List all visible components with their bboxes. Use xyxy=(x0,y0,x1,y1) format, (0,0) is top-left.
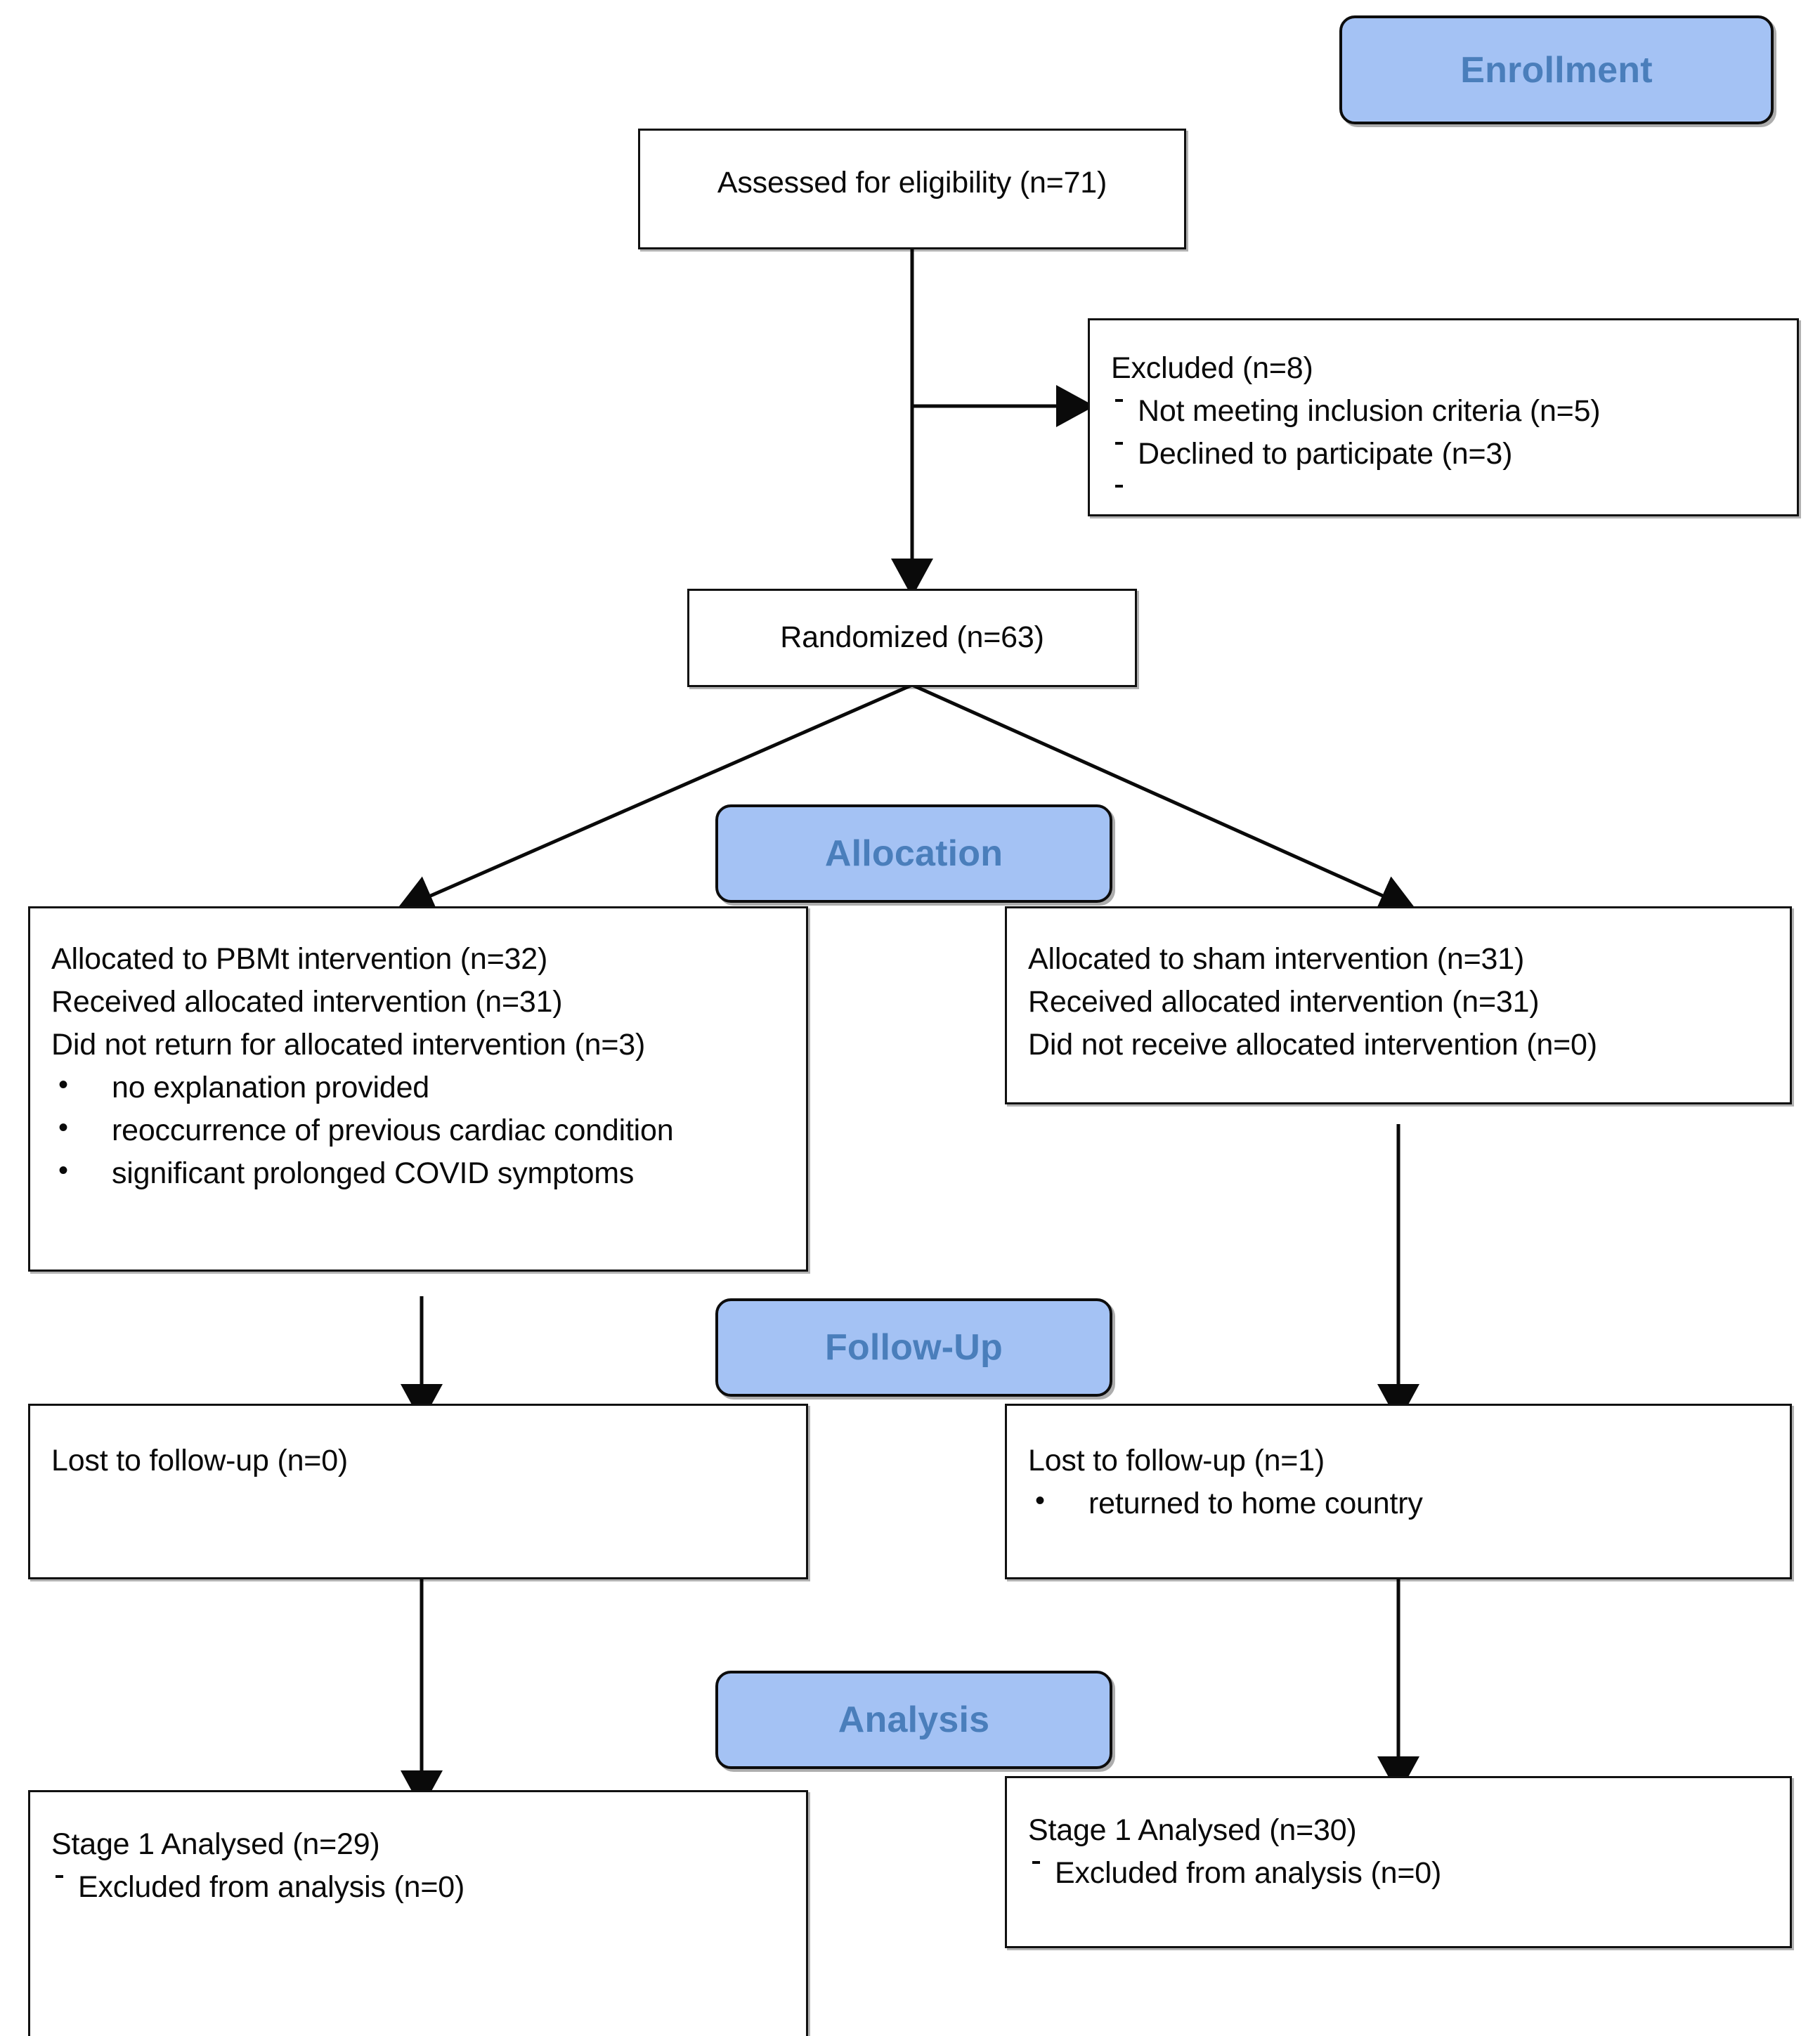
allocated-right-line-3: Did not receive allocated intervention (… xyxy=(1028,1028,1597,1062)
node-analysis-right: Stage 1 Analysed (n=30) Excluded from an… xyxy=(1005,1776,1792,1948)
node-allocated-left: Allocated to PBMt intervention (n=32) Re… xyxy=(28,906,808,1272)
analysis-right-item-1: Excluded from analysis (n=0) xyxy=(1028,1852,1777,1895)
node-followup-left: Lost to follow-up (n=0) xyxy=(28,1404,808,1579)
stage-badge-followup: Follow-Up xyxy=(715,1298,1112,1397)
randomized-line-1: Randomized (n=63) xyxy=(780,620,1044,654)
allocated-right-line-1: Allocated to sham intervention (n=31) xyxy=(1028,942,1525,976)
stage-badge-enrollment: Enrollment xyxy=(1339,15,1774,124)
analysis-left-item-1: Excluded from analysis (n=0) xyxy=(51,1866,793,1909)
allocated-left-line-1: Allocated to PBMt intervention (n=32) xyxy=(51,942,548,976)
node-excluded: Excluded (n=8) Not meeting inclusion cri… xyxy=(1088,318,1799,516)
excluded-item-1: Not meeting inclusion criteria (n=5) xyxy=(1111,390,1784,433)
stage-badge-followup-label: Follow-Up xyxy=(824,1327,1003,1368)
stage-badge-enrollment-label: Enrollment xyxy=(1460,49,1653,91)
stage-badge-allocation-label: Allocation xyxy=(824,833,1003,874)
node-analysis-left: Stage 1 Analysed (n=29) Excluded from an… xyxy=(28,1790,808,2036)
allocated-left-line-3: Did not return for allocated interventio… xyxy=(51,1028,646,1062)
allocated-left-bullet-2: reoccurrence of previous cardiac conditi… xyxy=(51,1108,793,1152)
followup-left-line-1: Lost to follow-up (n=0) xyxy=(51,1444,349,1477)
stage-badge-analysis: Analysis xyxy=(715,1671,1112,1769)
stage-badge-analysis-label: Analysis xyxy=(838,1699,990,1740)
excluded-item-2: Declined to participate (n=3) xyxy=(1111,433,1784,476)
assessed-line-1: Assessed for eligibility (n=71) xyxy=(717,166,1107,200)
allocated-left-bullet-3: significant prolonged COVID symptoms xyxy=(51,1151,793,1195)
allocated-left-line-2: Received allocated intervention (n=31) xyxy=(51,985,563,1019)
followup-right-line-1: Lost to follow-up (n=1) xyxy=(1028,1444,1325,1477)
stage-badge-allocation: Allocation xyxy=(715,804,1112,903)
followup-right-bullet-1: returned to home country xyxy=(1028,1481,1777,1525)
allocated-right-line-2: Received allocated intervention (n=31) xyxy=(1028,985,1540,1019)
analysis-right-heading: Stage 1 Analysed (n=30) xyxy=(1028,1813,1357,1847)
node-randomized: Randomized (n=63) xyxy=(687,589,1137,687)
node-assessed-for-eligibility: Assessed for eligibility (n=71) xyxy=(638,129,1186,249)
node-allocated-right: Allocated to sham intervention (n=31) Re… xyxy=(1005,906,1792,1104)
excluded-item-empty xyxy=(1111,476,1784,497)
allocated-left-bullet-1: no explanation provided xyxy=(51,1065,793,1109)
analysis-left-heading: Stage 1 Analysed (n=29) xyxy=(51,1827,380,1861)
excluded-heading: Excluded (n=8) xyxy=(1111,351,1313,385)
node-followup-right: Lost to follow-up (n=1) returned to home… xyxy=(1005,1404,1792,1579)
